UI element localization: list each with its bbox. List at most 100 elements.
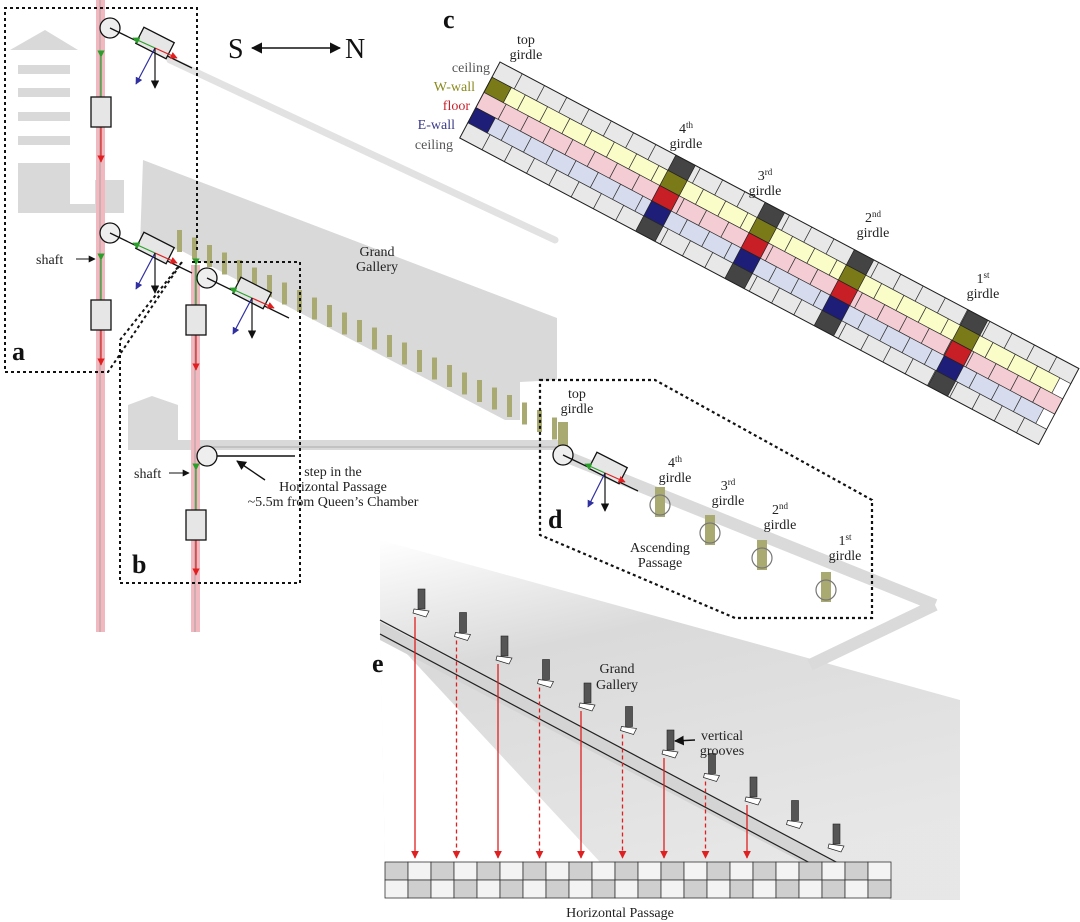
floor-tile <box>637 861 662 881</box>
panel-c-label: c <box>443 5 455 34</box>
groove-mark <box>342 312 347 335</box>
groove-mark <box>462 372 467 395</box>
girdle-marker <box>558 422 568 462</box>
floor-tile <box>614 879 639 899</box>
relieving-chamber <box>18 88 70 97</box>
relieving-chamber <box>18 136 70 145</box>
robot-body <box>231 276 273 310</box>
groove-mark <box>267 275 272 297</box>
girdle-label: 3rd <box>721 477 736 494</box>
floor-tile <box>637 879 662 899</box>
ramp-socket <box>827 843 845 853</box>
vertical-groove <box>583 682 592 704</box>
groove-mark <box>252 267 257 290</box>
groove-mark <box>237 260 242 282</box>
camera-position-icon <box>815 579 837 601</box>
strip-label: E-wall <box>418 118 455 133</box>
floor-tile <box>522 879 547 899</box>
groove-mark <box>492 387 497 410</box>
e-grand-gallery-label-2: Gallery <box>596 678 638 693</box>
floor-tile <box>407 861 432 881</box>
shaft-box <box>90 96 112 128</box>
vertical-groove <box>832 823 841 845</box>
ascending-passage-label-1: Ascending <box>630 541 690 556</box>
floor-tile <box>752 861 777 881</box>
floor-tile <box>545 879 570 899</box>
band-outline <box>459 61 1080 446</box>
floor-tile <box>867 861 892 881</box>
groove-mark <box>402 342 407 365</box>
groove-mark <box>372 327 377 350</box>
strip-label: W-wall <box>434 80 475 95</box>
north-label: N <box>345 34 365 65</box>
robot-rect <box>231 276 273 310</box>
grand-gallery-label-2: Gallery <box>356 260 398 275</box>
ramp-socket <box>661 749 679 759</box>
panel-e-floor <box>380 622 872 890</box>
south-label: S <box>228 34 244 65</box>
step-arrow <box>236 460 266 481</box>
floor-tile <box>706 861 731 881</box>
green-arrow <box>229 287 253 299</box>
floor-tile <box>453 861 478 881</box>
floor-tile <box>683 861 708 881</box>
floor-tile <box>384 861 409 881</box>
strip-label: ceiling <box>415 138 453 153</box>
girdle-marker <box>757 540 767 570</box>
groove-mark <box>192 237 197 260</box>
vertical-groove <box>666 729 675 751</box>
vertical-groove <box>542 659 550 680</box>
red-arrow <box>251 297 275 309</box>
green-arrow <box>132 37 156 49</box>
grooves-arrow <box>674 735 696 746</box>
floor-tile <box>545 861 570 881</box>
groove-mark <box>312 297 317 320</box>
floor-tile <box>775 861 800 881</box>
panel-c-unrolled-passage <box>459 61 1080 446</box>
relieving-chamber <box>18 112 70 121</box>
shaft-b <box>191 265 200 632</box>
groove-mark <box>387 335 392 357</box>
girdle-label: 4th <box>679 120 694 137</box>
step-note-line3: ~5.5m from Queen’s Chamber <box>248 495 419 510</box>
floor-tile <box>844 879 869 899</box>
girdle-label: girdle <box>829 549 862 564</box>
grand-gallery-shape <box>140 160 557 420</box>
girdle-marker <box>705 515 715 545</box>
floor-tile <box>660 879 685 899</box>
floor-tile <box>522 861 547 881</box>
floor-tile <box>775 879 800 899</box>
red-arrow <box>604 472 626 483</box>
panel-b-label: b <box>132 550 146 579</box>
floor-tile <box>568 861 593 881</box>
strip-label: ceiling <box>452 61 490 76</box>
floor-tile <box>821 879 846 899</box>
ramp-socket <box>703 773 721 782</box>
floor-tile <box>476 879 501 899</box>
floor-tile <box>683 879 708 899</box>
kings-chamber-roof <box>10 30 78 50</box>
girdle-label: girdle <box>561 402 594 417</box>
vertical-groove <box>791 800 799 821</box>
shaft-box <box>90 299 112 331</box>
floor-tile <box>798 879 823 899</box>
groove-mark <box>552 417 557 440</box>
green-arrow <box>584 463 606 474</box>
e-grand-gallery-label-1: Grand <box>600 662 635 677</box>
panel-e-below-gallery <box>380 625 600 862</box>
pulley-icon <box>196 445 218 467</box>
girdle-label: 2nd <box>772 501 789 518</box>
girdle-label: 3rd <box>758 167 773 184</box>
floor-tile <box>867 879 892 899</box>
groove-mark <box>477 380 482 402</box>
girdle-label: girdle <box>967 287 1000 302</box>
groove-mark <box>327 305 332 327</box>
red-arrow <box>154 47 178 59</box>
girdle-label: 2nd <box>865 209 882 226</box>
panel-a-label: a <box>12 337 25 366</box>
girdle-label: top <box>517 33 535 48</box>
vertical-groove <box>459 612 467 633</box>
girdle-label: 4th <box>668 454 683 471</box>
upper-shaft-passage <box>166 56 559 244</box>
floor-tile <box>384 879 409 899</box>
